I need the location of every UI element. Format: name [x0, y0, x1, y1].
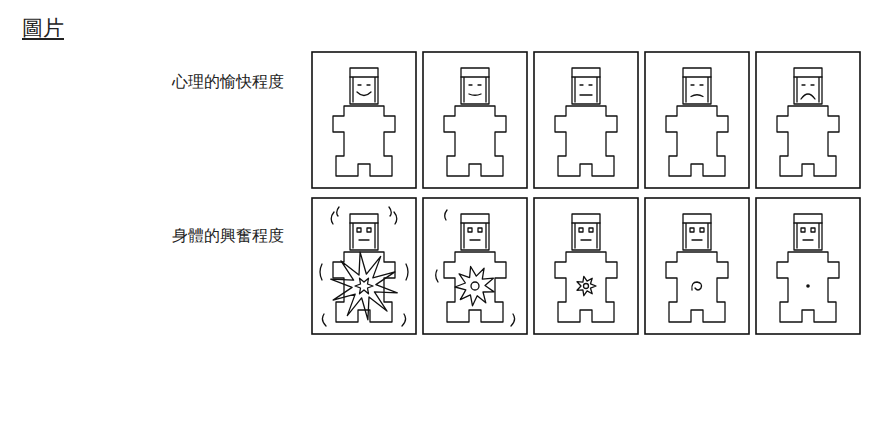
manikin-eyes: [700, 228, 704, 232]
manikin-head: [572, 68, 600, 104]
manikin-head: [461, 214, 489, 250]
manikin-head: [683, 214, 711, 250]
motion-lines: [320, 207, 408, 326]
arousal-burst: [577, 276, 596, 295]
manikin-body: [444, 106, 506, 176]
figure-title: 圖片: [22, 14, 64, 42]
picture-frame: [423, 198, 527, 334]
row-label: 心理的愉快程度: [172, 72, 284, 93]
manikin-eyes: [357, 228, 361, 232]
manikin-hair: [683, 223, 711, 248]
manikin-hair: [461, 77, 489, 102]
manikin-body: [555, 252, 617, 322]
manikin: [333, 68, 395, 176]
picture-frame: [645, 52, 749, 188]
picture-frame: [756, 198, 860, 334]
manikin-hair: [572, 223, 600, 248]
manikin-mouth: [581, 239, 591, 240]
picture-frame: [645, 198, 749, 334]
manikin-eyes: [579, 228, 583, 232]
manikin-hair: [350, 223, 378, 248]
manikin: [444, 68, 506, 176]
manikin-eyes: [358, 84, 370, 85]
manikin: [666, 68, 728, 176]
picture-frame: [756, 52, 860, 188]
manikin-hair: [683, 77, 711, 102]
manikin-body: [777, 106, 839, 176]
manikin-hair: [794, 77, 822, 102]
arousal-burst: [584, 284, 589, 289]
manikin-body: [777, 252, 839, 322]
motion-lines: [436, 210, 515, 326]
manikin-body: [333, 106, 395, 176]
manikin-mouth: [469, 94, 481, 95]
manikin-eyes: [691, 84, 703, 85]
manikin-eyes: [690, 228, 694, 232]
manikin-body: [666, 252, 728, 322]
manikin-eyes: [367, 228, 371, 232]
manikin: [777, 68, 839, 176]
manikin-head: [461, 68, 489, 104]
manikin-mouth: [470, 239, 480, 240]
manikin-mouth: [359, 239, 369, 240]
manikin-mouth: [801, 94, 815, 99]
arousal-burst: [331, 252, 398, 320]
manikin-eyes: [469, 84, 481, 85]
manikin-eyes: [468, 228, 472, 232]
manikin: [436, 210, 515, 326]
manikin-eyes: [478, 228, 482, 232]
manikin-hair: [350, 77, 378, 102]
manikin-mouth: [692, 239, 702, 240]
manikin-body: [555, 106, 617, 176]
picture-frame: [312, 198, 416, 334]
manikin-mouth: [691, 95, 703, 97]
manikin-body: [666, 106, 728, 176]
picture-frame: [423, 52, 527, 188]
arousal-burst: [455, 267, 494, 306]
manikin-eyes: [589, 228, 593, 232]
manikin-head: [794, 214, 822, 250]
manikin-head: [794, 68, 822, 104]
manikin-head: [683, 68, 711, 104]
manikin-eyes: [802, 84, 814, 85]
arousal-burst: [471, 282, 479, 290]
manikin: [320, 207, 408, 326]
manikin-mouth: [803, 239, 813, 240]
arousal-dot: [806, 284, 810, 288]
arousal-burst: [355, 278, 373, 294]
manikin-head: [572, 214, 600, 250]
manikin-eyes: [580, 84, 592, 85]
manikin-head: [350, 68, 378, 104]
picture-frame: [312, 52, 416, 188]
manikin-body: [444, 252, 506, 322]
manikin-head: [350, 214, 378, 250]
manikin-hair: [572, 77, 600, 102]
manikin-hair: [794, 223, 822, 248]
manikin: [555, 214, 617, 322]
manikin-hair: [461, 223, 489, 248]
manikin-eyes: [801, 228, 805, 232]
picture-frame: [534, 198, 638, 334]
arousal-burst: [692, 282, 702, 290]
manikin-mouth: [580, 94, 592, 95]
picture-frame: [534, 52, 638, 188]
manikin: [555, 68, 617, 176]
row-label: 身體的興奮程度: [172, 226, 284, 247]
manikin: [777, 214, 839, 322]
manikin: [666, 214, 728, 322]
manikin-mouth: [357, 92, 371, 96]
manikin-eyes: [811, 228, 815, 232]
